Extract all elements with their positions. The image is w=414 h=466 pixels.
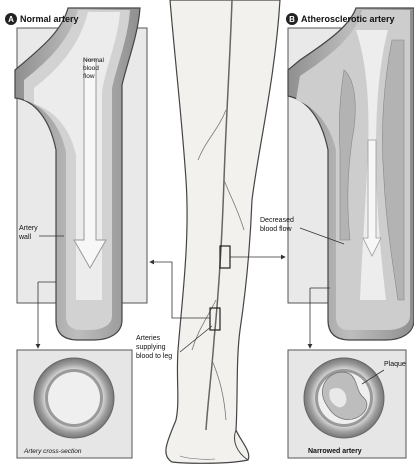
- normal-flow-label-1: Normal: [83, 57, 105, 64]
- plaque-label: Plaque: [384, 361, 406, 368]
- arteries-label-1: Arteries: [136, 335, 161, 342]
- normal-cross-section-label: Artery cross-section: [23, 448, 82, 455]
- arteries-label-2: supplying: [136, 344, 166, 351]
- panel-a-title: Normal artery: [20, 14, 79, 24]
- panel-b-badge: B: [289, 15, 295, 24]
- decreased-flow-label-2: blood flow: [260, 226, 292, 233]
- panel-b-title: Atherosclerotic artery: [301, 14, 395, 24]
- panel-b: B Atherosclerotic artery Decreased blood…: [260, 8, 414, 458]
- normal-flow-label-2: blood: [83, 65, 99, 72]
- normal-flow-label-3: flow: [83, 73, 95, 80]
- normal-cross-section-lumen: [48, 372, 100, 424]
- artery-wall-label-1: Artery: [19, 225, 38, 232]
- narrowed-cross-section-label: Narrowed artery: [308, 448, 362, 455]
- arteries-label-3: blood to leg: [136, 353, 172, 360]
- panel-a-badge: A: [8, 15, 14, 24]
- panel-a: A Normal artery Normal blood flow Artery…: [5, 8, 147, 458]
- artery-wall-label-2: wall: [18, 234, 32, 241]
- decreased-flow-label-1: Decreased: [260, 217, 294, 224]
